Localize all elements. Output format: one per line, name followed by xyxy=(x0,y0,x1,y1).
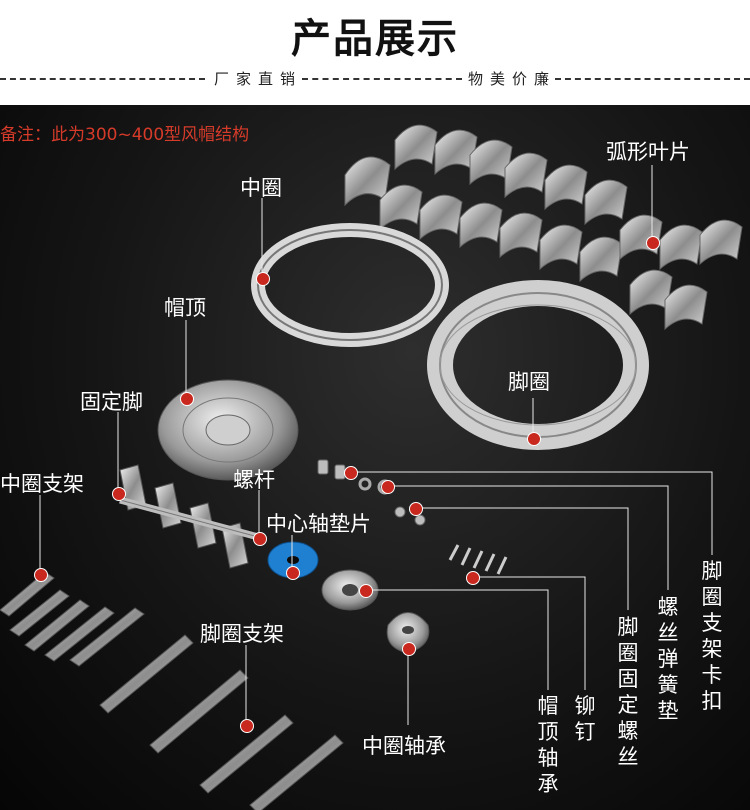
middle-ring-bearing-shape xyxy=(386,612,430,654)
label-screw-spring-washer: 螺丝弹簧垫 xyxy=(657,595,679,723)
label-screw-rod: 螺杆 xyxy=(233,468,275,492)
foot-ring-brackets xyxy=(99,634,344,810)
marker-cap-top-bearing xyxy=(359,584,373,598)
marker-curved-blade xyxy=(646,236,660,250)
label-foot-ring-bracket-clip: 脚圈支架卡扣 xyxy=(701,559,723,713)
tagline-left: 厂家直销 xyxy=(212,68,305,89)
label-center-shaft-washer: 中心轴垫片 xyxy=(266,512,371,536)
label-cap-top: 帽顶 xyxy=(164,296,206,320)
divider-line-left xyxy=(0,78,205,80)
marker-foot-ring-bracket-clip xyxy=(344,466,358,480)
marker-middle-ring-bearing xyxy=(402,642,416,656)
marker-rivet xyxy=(466,571,480,585)
label-foot-ring-fixing-screw: 脚圈固定螺丝 xyxy=(617,615,639,769)
marker-foot-ring-bracket xyxy=(240,719,254,733)
label-middle-ring-bearing: 中圈轴承 xyxy=(362,734,446,758)
foot-ring-shape xyxy=(427,280,649,450)
page-header: 产品展示 厂家直销 物美价廉 xyxy=(0,0,750,105)
curved-blades xyxy=(344,124,743,331)
marker-cap-top xyxy=(180,392,194,406)
marker-foot-ring-fixing-screw xyxy=(409,502,423,516)
middle-ring-brackets xyxy=(0,571,145,667)
label-foot-ring: 脚圈 xyxy=(508,370,550,394)
label-middle-ring-bracket: 中圈支架 xyxy=(0,472,84,496)
divider-line-middle xyxy=(302,78,462,80)
label-foot-ring-bracket: 脚圈支架 xyxy=(200,622,284,646)
label-curved-blade: 弧形叶片 xyxy=(606,140,690,164)
marker-foot-ring xyxy=(527,432,541,446)
marker-screw-rod xyxy=(253,532,267,546)
cap-top-disc xyxy=(157,379,299,481)
marker-fixed-foot xyxy=(112,487,126,501)
structure-note: 备注：此为300~400型风帽结构 xyxy=(0,125,250,145)
screw-rod xyxy=(119,496,263,542)
label-fixed-foot: 固定脚 xyxy=(80,390,143,414)
tagline-right: 物美价廉 xyxy=(466,68,559,89)
label-middle-ring: 中圈 xyxy=(240,176,282,200)
label-cap-top-bearing: 帽顶轴承 xyxy=(537,694,559,796)
middle-ring-shape xyxy=(251,223,449,347)
marker-middle-ring-bracket xyxy=(34,568,48,582)
divider-line-right xyxy=(555,78,750,80)
label-rivet: 铆钉 xyxy=(574,694,596,744)
marker-screw-spring-washer xyxy=(381,480,395,494)
marker-center-shaft-washer xyxy=(286,566,300,580)
page-title: 产品展示 xyxy=(291,16,459,62)
marker-middle-ring xyxy=(256,272,270,286)
leader-lines xyxy=(39,165,713,725)
